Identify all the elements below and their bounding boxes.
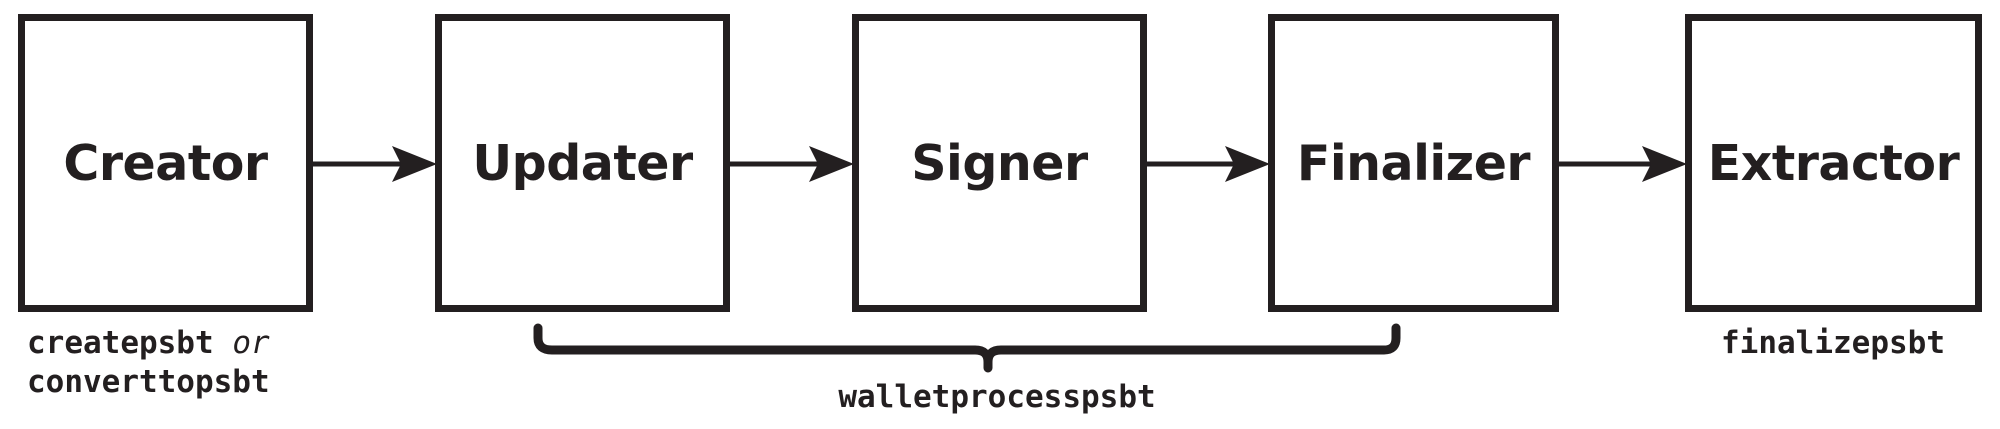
stage-box-updater: Updater [435, 14, 730, 312]
arrow-right-icon-signer-to-finalizer [1147, 146, 1270, 182]
caption-creator-conjunction: or [232, 325, 270, 361]
stage-label-signer: Signer [911, 134, 1088, 192]
caption-creator-command-secondary: converttopsbt [27, 364, 270, 401]
caption-creator-line1: createpsbt or [27, 324, 270, 363]
caption-brace-group: walletprocesspsbt [838, 378, 1155, 417]
stage-box-finalizer: Finalizer [1268, 14, 1559, 312]
arrow-right-icon-creator-to-updater [313, 146, 437, 182]
caption-creator-line2: converttopsbt [27, 363, 270, 402]
stage-box-signer: Signer [852, 14, 1147, 312]
arrow-right-icon-finalizer-to-extractor [1559, 146, 1687, 182]
caption-extractor-command: finalizepsbt [1721, 325, 1945, 361]
caption-brace-group-command: walletprocesspsbt [838, 379, 1156, 415]
arrow-right-icon-updater-to-signer [730, 146, 854, 182]
stage-label-extractor: Extractor [1707, 134, 1960, 192]
stage-label-updater: Updater [472, 134, 693, 192]
stage-box-extractor: Extractor [1685, 14, 1982, 312]
caption-creator-command-primary: createpsbt [27, 325, 214, 361]
caption-creator: createpsbt or converttopsbt [27, 324, 270, 403]
grouping-brace [533, 323, 1401, 373]
caption-extractor: finalizepsbt [1721, 324, 1945, 363]
stage-label-creator: Creator [63, 134, 268, 192]
stage-label-finalizer: Finalizer [1296, 134, 1531, 192]
stage-box-creator: Creator [18, 14, 313, 312]
